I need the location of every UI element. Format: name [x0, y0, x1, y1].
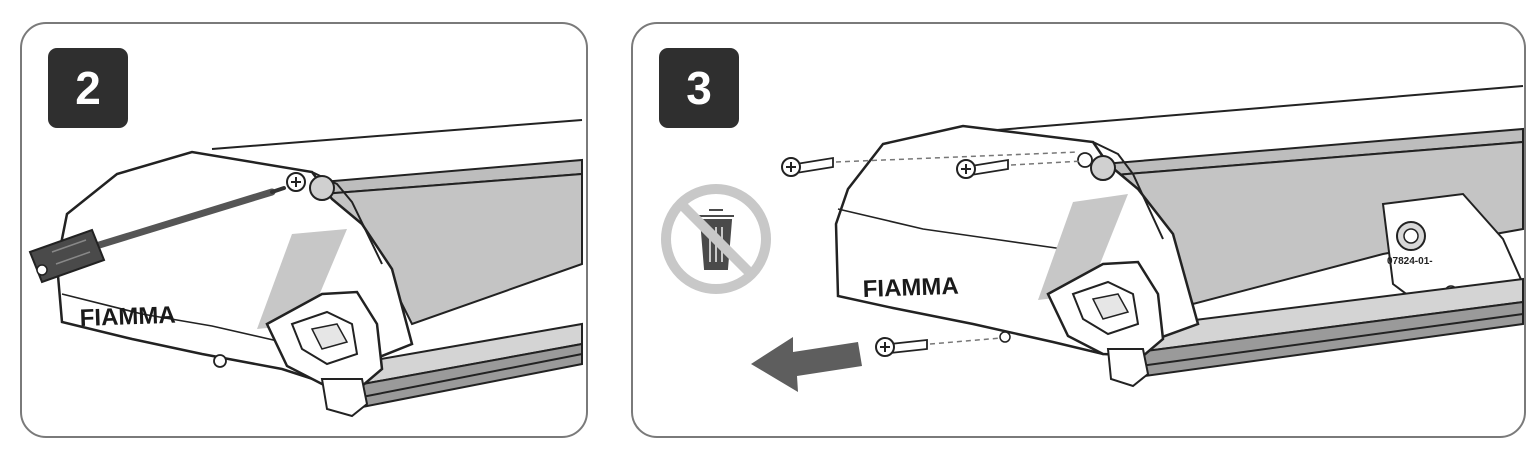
step-number-badge: 2	[48, 48, 128, 128]
step-number-badge: 3	[659, 48, 739, 128]
brand-logo: FIAMMA	[862, 273, 959, 303]
housing-shading	[257, 229, 347, 329]
foot-bracket	[320, 378, 369, 418]
housing-seam	[61, 293, 283, 343]
housing-seam	[837, 208, 1064, 250]
screwdriver-hang-hole	[36, 264, 48, 276]
step-3-panel: 3 07824-01-	[631, 22, 1526, 438]
screwdriver-tip	[270, 186, 286, 194]
removed-screw-top-right	[956, 158, 1084, 179]
screwdriver-shaft	[92, 188, 276, 250]
screw-cross	[291, 177, 301, 187]
roller-end-disk	[309, 175, 335, 201]
step-2-illustration: FIAMMA	[28, 119, 583, 418]
housing-shading	[1038, 194, 1128, 300]
foot-bracket	[1106, 348, 1150, 388]
hex-nut-center	[1403, 228, 1419, 244]
removed-screw-top-left	[781, 151, 1079, 177]
top-rail-edge	[211, 119, 583, 150]
screwdriver-grip	[51, 239, 91, 265]
screw-hole	[1077, 152, 1093, 168]
do-not-discard-icon	[661, 184, 771, 294]
roller-end-disk	[1090, 155, 1116, 181]
step-2-panel: 2 FIAMMA	[20, 22, 588, 438]
crank-eye-inner	[1091, 293, 1130, 320]
top-rail-edge	[972, 85, 1524, 133]
rail-groove	[1132, 313, 1524, 368]
removed-screw-bottom	[875, 331, 1011, 357]
rail-groove	[361, 353, 583, 398]
brand-logo: FIAMMA	[79, 302, 176, 332]
part-code: 07824-01-	[1387, 256, 1433, 267]
crank-eye-inner	[310, 323, 349, 350]
direction-arrow	[751, 337, 862, 392]
housing-edge	[1092, 141, 1164, 240]
bottom-screw	[213, 354, 227, 368]
step-3-illustration: 07824-01-	[661, 85, 1524, 392]
